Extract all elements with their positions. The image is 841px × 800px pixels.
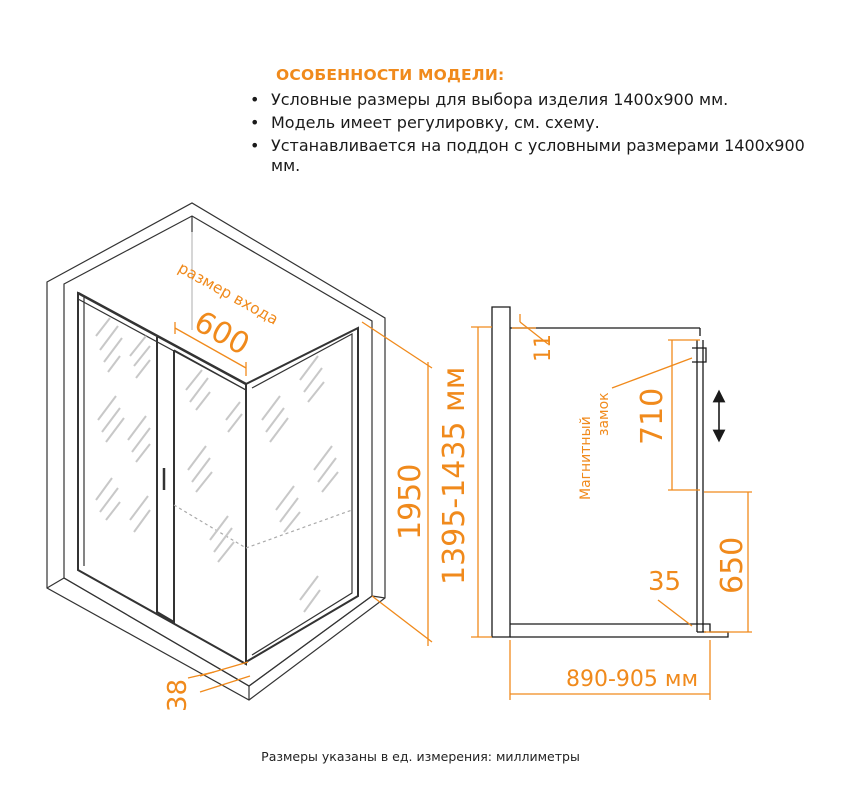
profile-dimension: 38: [163, 679, 193, 712]
top-offset-dimension: 11: [531, 334, 556, 362]
features-list: Условные размеры для выбора изделия 1400…: [250, 90, 810, 176]
features-item: Условные размеры для выбора изделия 1400…: [250, 90, 810, 110]
side-dimensions: [471, 314, 752, 700]
features-title: ОСОБЕННОСТИ МОДЕЛИ:: [276, 66, 505, 84]
width-range-dimension: 1395-1435 мм: [437, 367, 472, 585]
features-block: ОСОБЕННОСТИ МОДЕЛИ: Условные размеры для…: [250, 66, 810, 179]
bottom-offset-dimension: 35: [648, 567, 681, 597]
side-view: [491, 306, 729, 638]
lock-label: Магнитный: [578, 416, 594, 500]
glass-hatching: [95, 317, 339, 613]
features-item: Модель имеет регулировку, см. схему.: [250, 113, 810, 133]
depth-range-dimension: 890-905 мм: [566, 667, 698, 692]
units-footnote: Размеры указаны в ед. измерения: миллиме…: [261, 749, 580, 764]
lock-height-dimension: 710: [635, 388, 670, 445]
height-dimension: 1950: [393, 464, 428, 540]
lock-label: замок: [596, 392, 612, 436]
lower-height-dimension: 650: [715, 537, 750, 594]
features-item: Устанавливается на поддон с условными ра…: [250, 136, 810, 176]
iso-dimensions: [174, 321, 433, 693]
